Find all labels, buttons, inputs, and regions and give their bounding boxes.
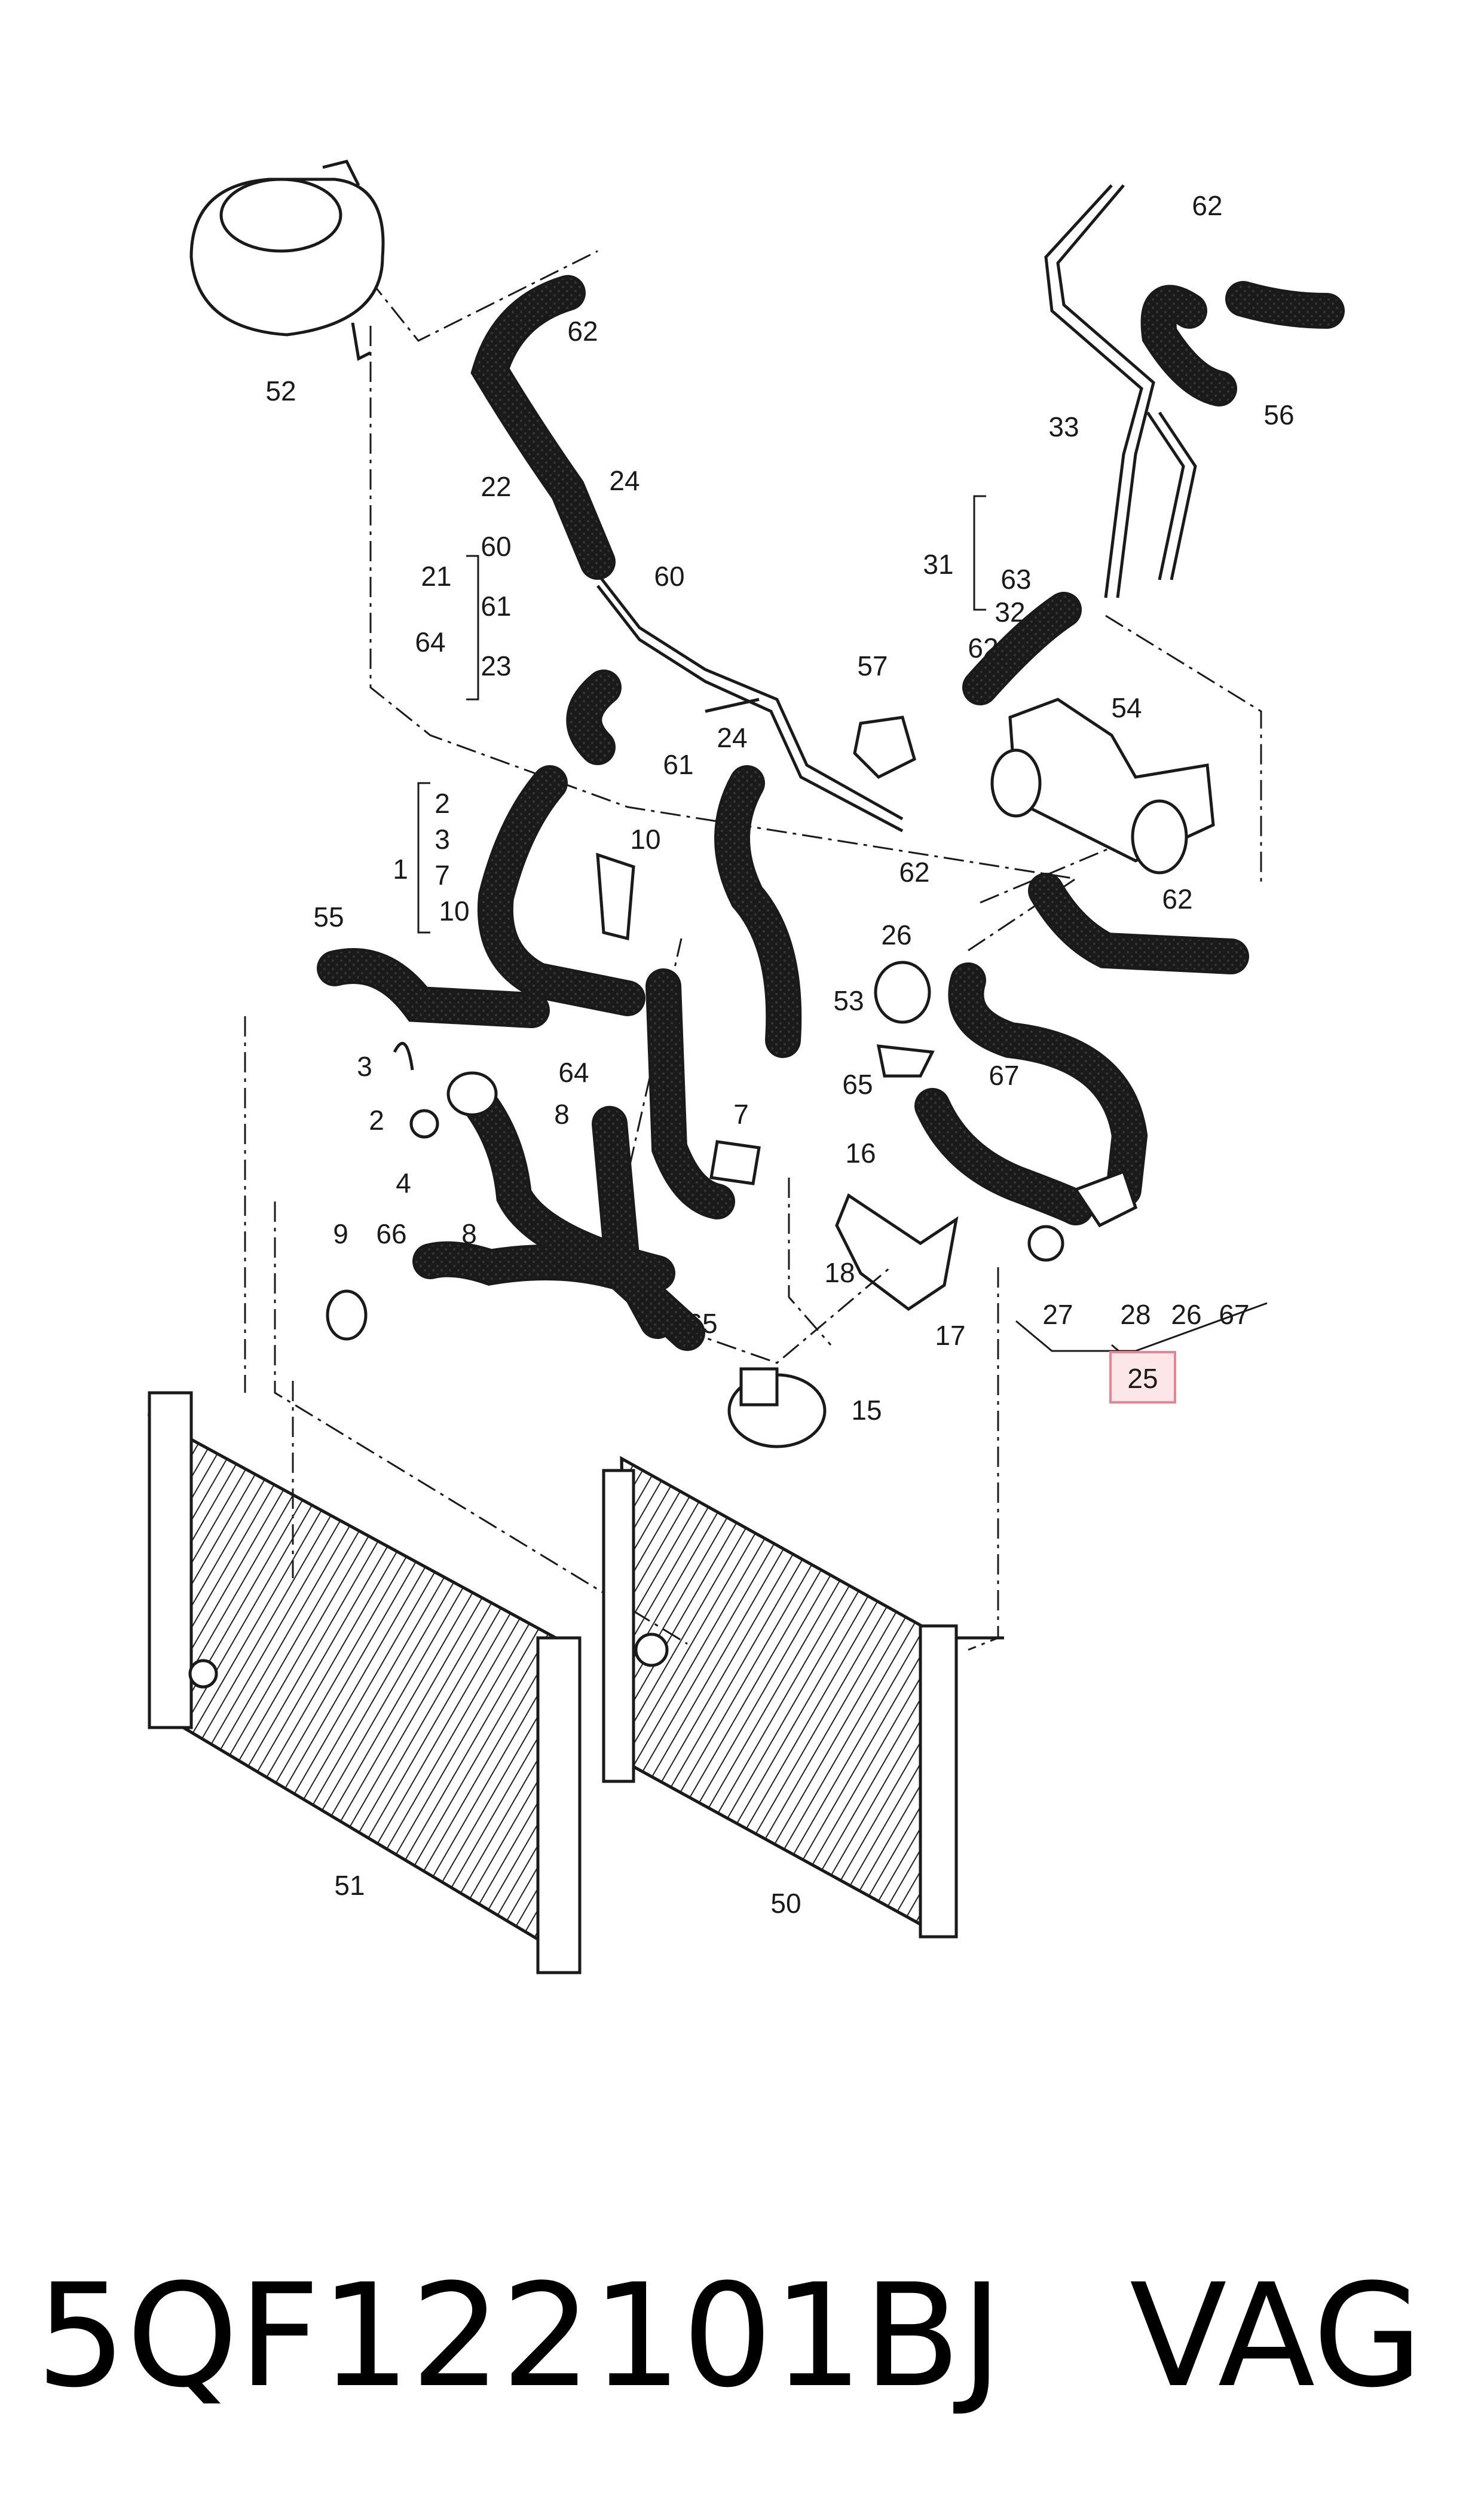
components bbox=[326, 698, 1215, 1448]
callout-50: 50 bbox=[770, 1888, 801, 1919]
callout-10: 10 bbox=[630, 824, 660, 855]
callout-55: 55 bbox=[313, 901, 344, 933]
callout-53: 53 bbox=[833, 985, 864, 1016]
callout-27: 27 bbox=[1042, 1299, 1073, 1330]
callout-62: 62 bbox=[1162, 883, 1192, 915]
callout-52: 52 bbox=[265, 375, 296, 406]
expansion-tank bbox=[189, 160, 385, 361]
callout-65: 65 bbox=[687, 1308, 717, 1339]
hoses bbox=[317, 275, 1345, 1351]
callout-62: 62 bbox=[1192, 190, 1222, 221]
radiator-50 bbox=[602, 1456, 1004, 1939]
callout-24: 24 bbox=[717, 722, 747, 753]
callout-7: 7 bbox=[733, 1099, 749, 1130]
highlighted-part-label: 25 bbox=[1127, 1363, 1158, 1394]
callout-67: 67 bbox=[1219, 1299, 1249, 1330]
part-number: 5QF122101BJ bbox=[36, 2254, 1003, 2419]
callout-1: 1 bbox=[393, 854, 408, 885]
callout-2: 2 bbox=[369, 1105, 384, 1136]
callout-61: 61 bbox=[663, 749, 693, 780]
callout-3: 3 bbox=[435, 824, 450, 855]
callout-62: 62 bbox=[968, 632, 998, 664]
callout-3: 3 bbox=[357, 1051, 372, 1082]
callout-62: 62 bbox=[567, 316, 598, 347]
leader-lines bbox=[244, 250, 1262, 1651]
radiator-51 bbox=[148, 1391, 582, 1974]
callout-64: 64 bbox=[558, 1057, 589, 1088]
callout-16: 16 bbox=[845, 1138, 876, 1169]
callout-51: 51 bbox=[334, 1870, 365, 1901]
callout-15: 15 bbox=[851, 1395, 882, 1426]
callout-2: 2 bbox=[435, 788, 450, 819]
callout-21: 21 bbox=[421, 561, 451, 592]
callout-23: 23 bbox=[481, 650, 511, 681]
callout-8: 8 bbox=[461, 1218, 477, 1249]
callout-26: 26 bbox=[1171, 1299, 1201, 1330]
callout-61: 61 bbox=[481, 591, 511, 622]
callout-17: 17 bbox=[935, 1320, 965, 1351]
highlight-box bbox=[1109, 1351, 1176, 1404]
callout-7: 7 bbox=[435, 860, 450, 891]
callout-8: 8 bbox=[554, 1099, 570, 1130]
callout-33: 33 bbox=[1048, 411, 1079, 442]
callout-57: 57 bbox=[857, 650, 888, 681]
callout-56: 56 bbox=[1263, 399, 1294, 430]
callout-18: 18 bbox=[824, 1257, 855, 1288]
callout-26: 26 bbox=[881, 919, 911, 950]
callout-66: 66 bbox=[376, 1218, 406, 1249]
callout-54: 54 bbox=[1111, 692, 1142, 723]
callout-22: 22 bbox=[481, 471, 511, 502]
brand-label: VAG bbox=[1130, 2254, 1423, 2419]
callout-4: 4 bbox=[396, 1167, 411, 1199]
callout-32: 32 bbox=[995, 597, 1025, 628]
callout-63: 63 bbox=[1000, 564, 1031, 595]
rigid-pipes bbox=[596, 184, 1197, 1312]
callout-65: 65 bbox=[842, 1069, 873, 1100]
callout-64: 64 bbox=[415, 626, 445, 658]
callout-62: 62 bbox=[899, 857, 929, 888]
callout-24: 24 bbox=[609, 465, 640, 496]
callout-10: 10 bbox=[439, 895, 469, 927]
callout-9: 9 bbox=[333, 1218, 348, 1249]
callout-60: 60 bbox=[481, 531, 511, 562]
callout-60: 60 bbox=[654, 561, 684, 592]
callout-67: 67 bbox=[989, 1060, 1019, 1091]
callout-31: 31 bbox=[923, 549, 953, 580]
callout-28: 28 bbox=[1120, 1299, 1151, 1330]
